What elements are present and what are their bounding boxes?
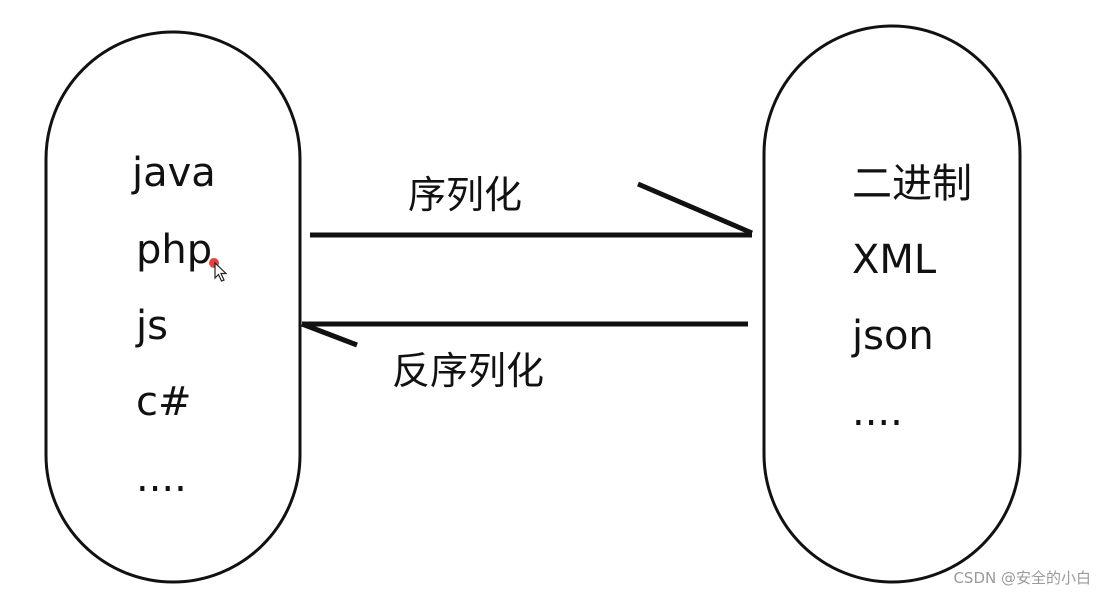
right-item-binary: 二进制 <box>852 161 972 207</box>
left-item-ellipsis: .... <box>136 455 187 501</box>
right-format-capsule <box>762 24 1022 584</box>
right-item-xml: XML <box>852 237 937 283</box>
left-item-js: js <box>136 303 168 349</box>
mouse-pointer-icon <box>209 258 228 282</box>
right-item-json: json <box>852 313 934 359</box>
serialize-arrow-head <box>637 181 753 236</box>
left-language-capsule <box>44 30 302 584</box>
left-item-java: java <box>132 150 216 196</box>
left-item-csharp: c# <box>136 379 192 425</box>
left-item-php: php <box>136 227 213 273</box>
right-item-ellipsis: .... <box>852 389 903 435</box>
deserialize-label: 反序列化 <box>392 349 545 393</box>
serialize-label: 序列化 <box>408 173 523 217</box>
csdn-watermark: CSDN @安全的小白 <box>953 569 1091 587</box>
deserialize-arrow-head <box>301 321 358 348</box>
